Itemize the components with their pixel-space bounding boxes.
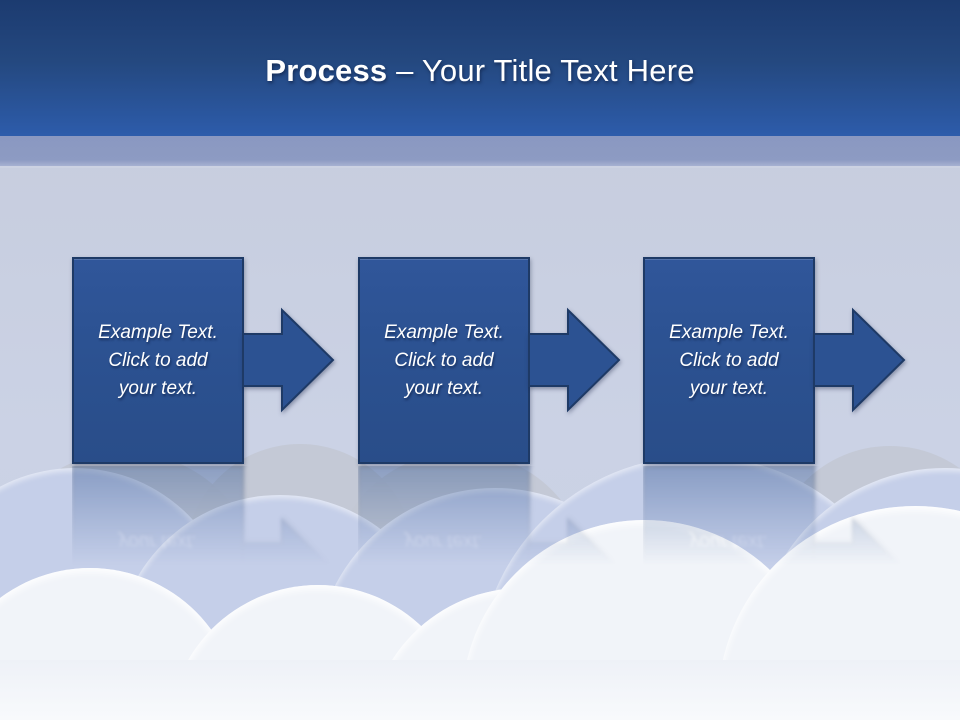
process-step-1-shape: Example Text. Click to add your text. — [72, 257, 335, 464]
text-line: your text. — [118, 377, 198, 399]
header-accent-band — [0, 136, 960, 168]
right-arrow-icon — [813, 307, 906, 413]
title-bar: Process – Your Title Text Here — [0, 0, 960, 136]
process-step-2: Example Text. Click to add your text. Ex… — [358, 257, 621, 673]
process-step-3: Example Text. Click to add your text. Ex… — [643, 257, 906, 673]
slide-title-text: – Your Title Text Here — [387, 53, 695, 88]
text-line: your text. — [689, 377, 769, 399]
process-step-3-box[interactable]: Example Text. Click to add your text. — [643, 257, 815, 464]
slide-title-placeholder[interactable]: Process – Your Title Text Here — [0, 53, 960, 88]
text-line: Example Text. — [98, 321, 218, 343]
text-line: Example Text. — [384, 321, 504, 343]
process-step-2-text: Example Text. Click to add your text. — [374, 319, 514, 403]
right-arrow-icon — [242, 307, 335, 413]
cloud-front-base — [0, 660, 960, 720]
process-step-1: Example Text. Click to add your text. Ex… — [72, 257, 335, 673]
right-arrow-icon — [528, 307, 621, 413]
process-step-1-box[interactable]: Example Text. Click to add your text. — [72, 257, 244, 464]
text-line: Click to add — [108, 349, 208, 371]
text-line: Click to add — [679, 349, 779, 371]
process-step-2-box[interactable]: Example Text. Click to add your text. — [358, 257, 530, 464]
slide-title-emphasis: Process — [265, 53, 388, 88]
process-step-3-shape: Example Text. Click to add your text. — [643, 257, 906, 464]
process-step-1-text: Example Text. Click to add your text. — [88, 319, 228, 403]
text-line: Example Text. — [669, 321, 789, 343]
process-step-3-text: Example Text. Click to add your text. — [659, 319, 799, 403]
text-line: Click to add — [394, 349, 494, 371]
process-step-2-shape: Example Text. Click to add your text. — [358, 257, 621, 464]
text-line: your text. — [404, 377, 484, 399]
